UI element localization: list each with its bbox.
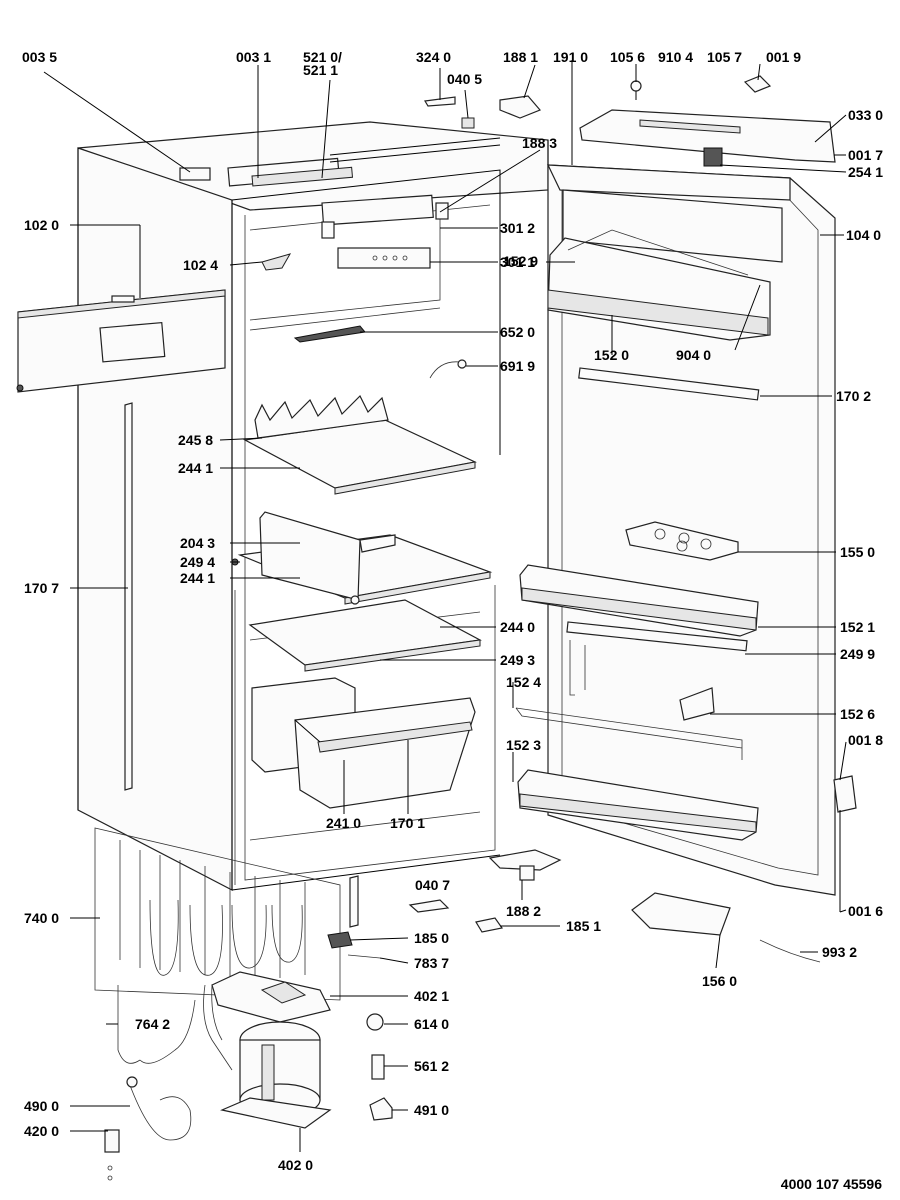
label-152-4: 152 4	[506, 674, 541, 690]
label-185-1: 185 1	[566, 918, 601, 934]
label-001-6: 001 6	[848, 903, 883, 919]
label-003-1: 003 1	[236, 49, 271, 65]
leader-lines	[43, 60, 847, 1152]
label-491-0: 491 0	[414, 1102, 449, 1118]
lower-hinge	[475, 775, 857, 933]
top-controls	[261, 96, 475, 379]
crisper-drawer	[251, 677, 476, 809]
label-170-7: 170 7	[24, 580, 59, 596]
label-105-6: 105 6	[610, 49, 645, 65]
document-number: 4000 107 45596	[780, 1176, 882, 1192]
label-993-2: 993 2	[822, 944, 857, 960]
label-254-1: 254 1	[848, 164, 883, 180]
label-561-2: 561 2	[414, 1058, 449, 1074]
side-seal-strip	[124, 402, 133, 791]
label-104-0: 104 0	[846, 227, 881, 243]
label-001-8: 001 8	[848, 732, 883, 748]
label-001-7: 001 7	[848, 147, 883, 163]
label-249-9: 249 9	[840, 646, 875, 662]
label-764-2: 764 2	[135, 1016, 170, 1032]
label-152-9: 152 9	[503, 253, 538, 269]
label-003-5: 003 5	[22, 49, 57, 65]
label-188-3: 188 3	[522, 135, 557, 151]
label-249-4: 249 4	[180, 554, 215, 570]
label-033-0: 033 0	[848, 107, 883, 123]
label-204-3: 204 3	[180, 535, 215, 551]
label-691-9: 691 9	[500, 358, 535, 374]
label-191-0: 191 0	[553, 49, 588, 65]
label-904-0: 904 0	[676, 347, 711, 363]
label-910-4: 910 4	[658, 49, 693, 65]
label-170-2: 170 2	[836, 388, 871, 404]
hinge-rail	[499, 75, 836, 167]
label-783-7: 783 7	[414, 955, 449, 971]
label-040-5: 040 5	[447, 71, 482, 87]
label-244-1-lower: 244 1	[180, 570, 215, 586]
upper-shelf	[243, 394, 477, 495]
label-245-8: 245 8	[178, 432, 213, 448]
middle-shelf	[231, 511, 493, 605]
door-assembly	[515, 164, 836, 896]
label-249-3: 249 3	[500, 652, 535, 668]
label-105-7: 105 7	[707, 49, 742, 65]
label-241-0: 241 0	[326, 815, 361, 831]
freezer-flap	[16, 289, 226, 393]
label-152-0: 152 0	[594, 347, 629, 363]
label-402-0: 402 0	[278, 1157, 313, 1173]
label-521-0: 521 0/	[303, 49, 342, 65]
label-301-2: 301 2	[500, 220, 535, 236]
label-301-1: 301 1	[500, 254, 535, 270]
label-102-4: 102 4	[183, 257, 218, 273]
label-420-0: 420 0	[24, 1123, 59, 1139]
part-labels: 003 5 003 1 521 0/ 521 1 324 0 040 5 188…	[22, 49, 883, 1173]
label-244-0: 244 0	[500, 619, 535, 635]
label-102-0: 102 0	[24, 217, 59, 233]
label-156-0: 156 0	[702, 973, 737, 989]
refrigeration-unit	[94, 827, 821, 1181]
label-152-6: 152 6	[840, 706, 875, 722]
label-152-3: 152 3	[506, 737, 541, 753]
label-740-0: 740 0	[24, 910, 59, 926]
glass-shelf	[248, 599, 482, 672]
label-152-1: 152 1	[840, 619, 875, 635]
label-244-1-upper: 244 1	[178, 460, 213, 476]
label-614-0: 614 0	[414, 1016, 449, 1032]
label-170-1: 170 1	[390, 815, 425, 831]
label-402-1: 402 1	[414, 988, 449, 1004]
label-001-9: 001 9	[766, 49, 801, 65]
label-521-1: 521 1	[303, 62, 338, 78]
label-040-7: 040 7	[415, 877, 450, 893]
label-185-0: 185 0	[414, 930, 449, 946]
label-155-0: 155 0	[840, 544, 875, 560]
label-652-0: 652 0	[500, 324, 535, 340]
label-188-1: 188 1	[503, 49, 538, 65]
label-324-0: 324 0	[416, 49, 451, 65]
label-490-0: 490 0	[24, 1098, 59, 1114]
label-188-2: 188 2	[506, 903, 541, 919]
